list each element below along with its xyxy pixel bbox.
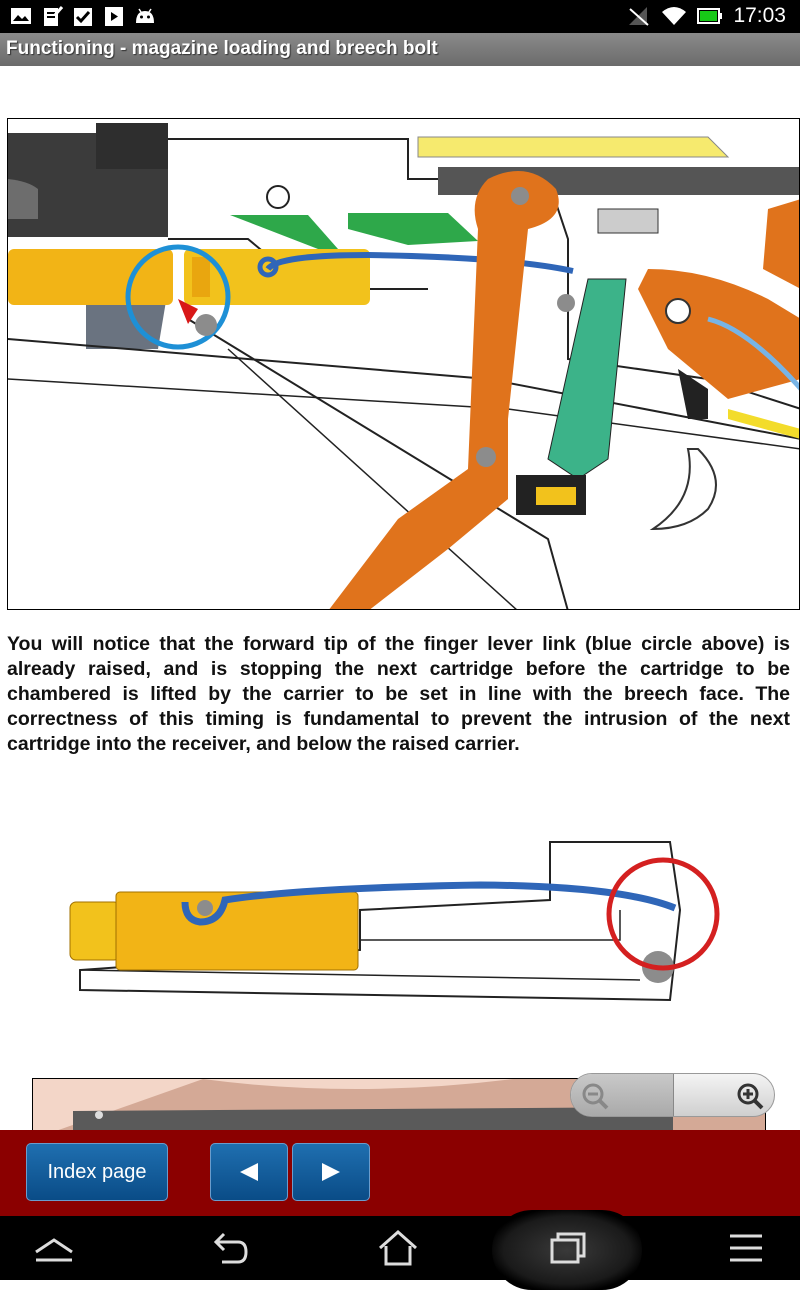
zoom-control[interactable]	[570, 1073, 775, 1117]
recent-apps-icon[interactable]	[548, 1228, 588, 1268]
clipboard-icon	[44, 6, 63, 26]
play-store-icon	[105, 7, 123, 26]
wifi-icon	[662, 7, 687, 25]
description-text: You will notice that the forward tip of …	[7, 633, 790, 755]
home-icon[interactable]	[378, 1228, 418, 1268]
zoom-in-button[interactable]	[674, 1074, 774, 1116]
image-icon	[11, 8, 31, 24]
navigation-bar	[0, 1210, 800, 1290]
zoom-out-icon	[582, 1083, 609, 1110]
zoom-in-icon	[737, 1083, 764, 1110]
overflow-menu-icon[interactable]	[726, 1228, 766, 1268]
index-page-label: Index page	[47, 1160, 147, 1183]
checkbox-icon	[74, 8, 92, 26]
back-icon[interactable]	[208, 1228, 248, 1268]
clock: 17:03	[733, 4, 786, 27]
next-button[interactable]	[292, 1143, 370, 1201]
page-title: Functioning - magazine loading and breec…	[6, 38, 438, 59]
no-signal-icon	[629, 7, 650, 26]
menu-up-icon[interactable]	[34, 1228, 74, 1268]
index-page-button[interactable]: Index page	[26, 1143, 168, 1201]
cartridge-diagram	[60, 830, 740, 1010]
zoom-out-button[interactable]	[571, 1074, 674, 1116]
android-icon	[136, 8, 154, 23]
previous-button[interactable]	[210, 1143, 288, 1201]
title-bar: Functioning - magazine loading and breec…	[0, 33, 800, 66]
bottom-toolbar: Index page	[0, 1130, 800, 1216]
triangle-left-icon	[240, 1163, 258, 1181]
triangle-right-icon	[322, 1163, 340, 1181]
battery-icon	[697, 8, 723, 24]
status-bar: 17:03	[0, 0, 800, 33]
mechanism-diagram	[7, 118, 800, 610]
